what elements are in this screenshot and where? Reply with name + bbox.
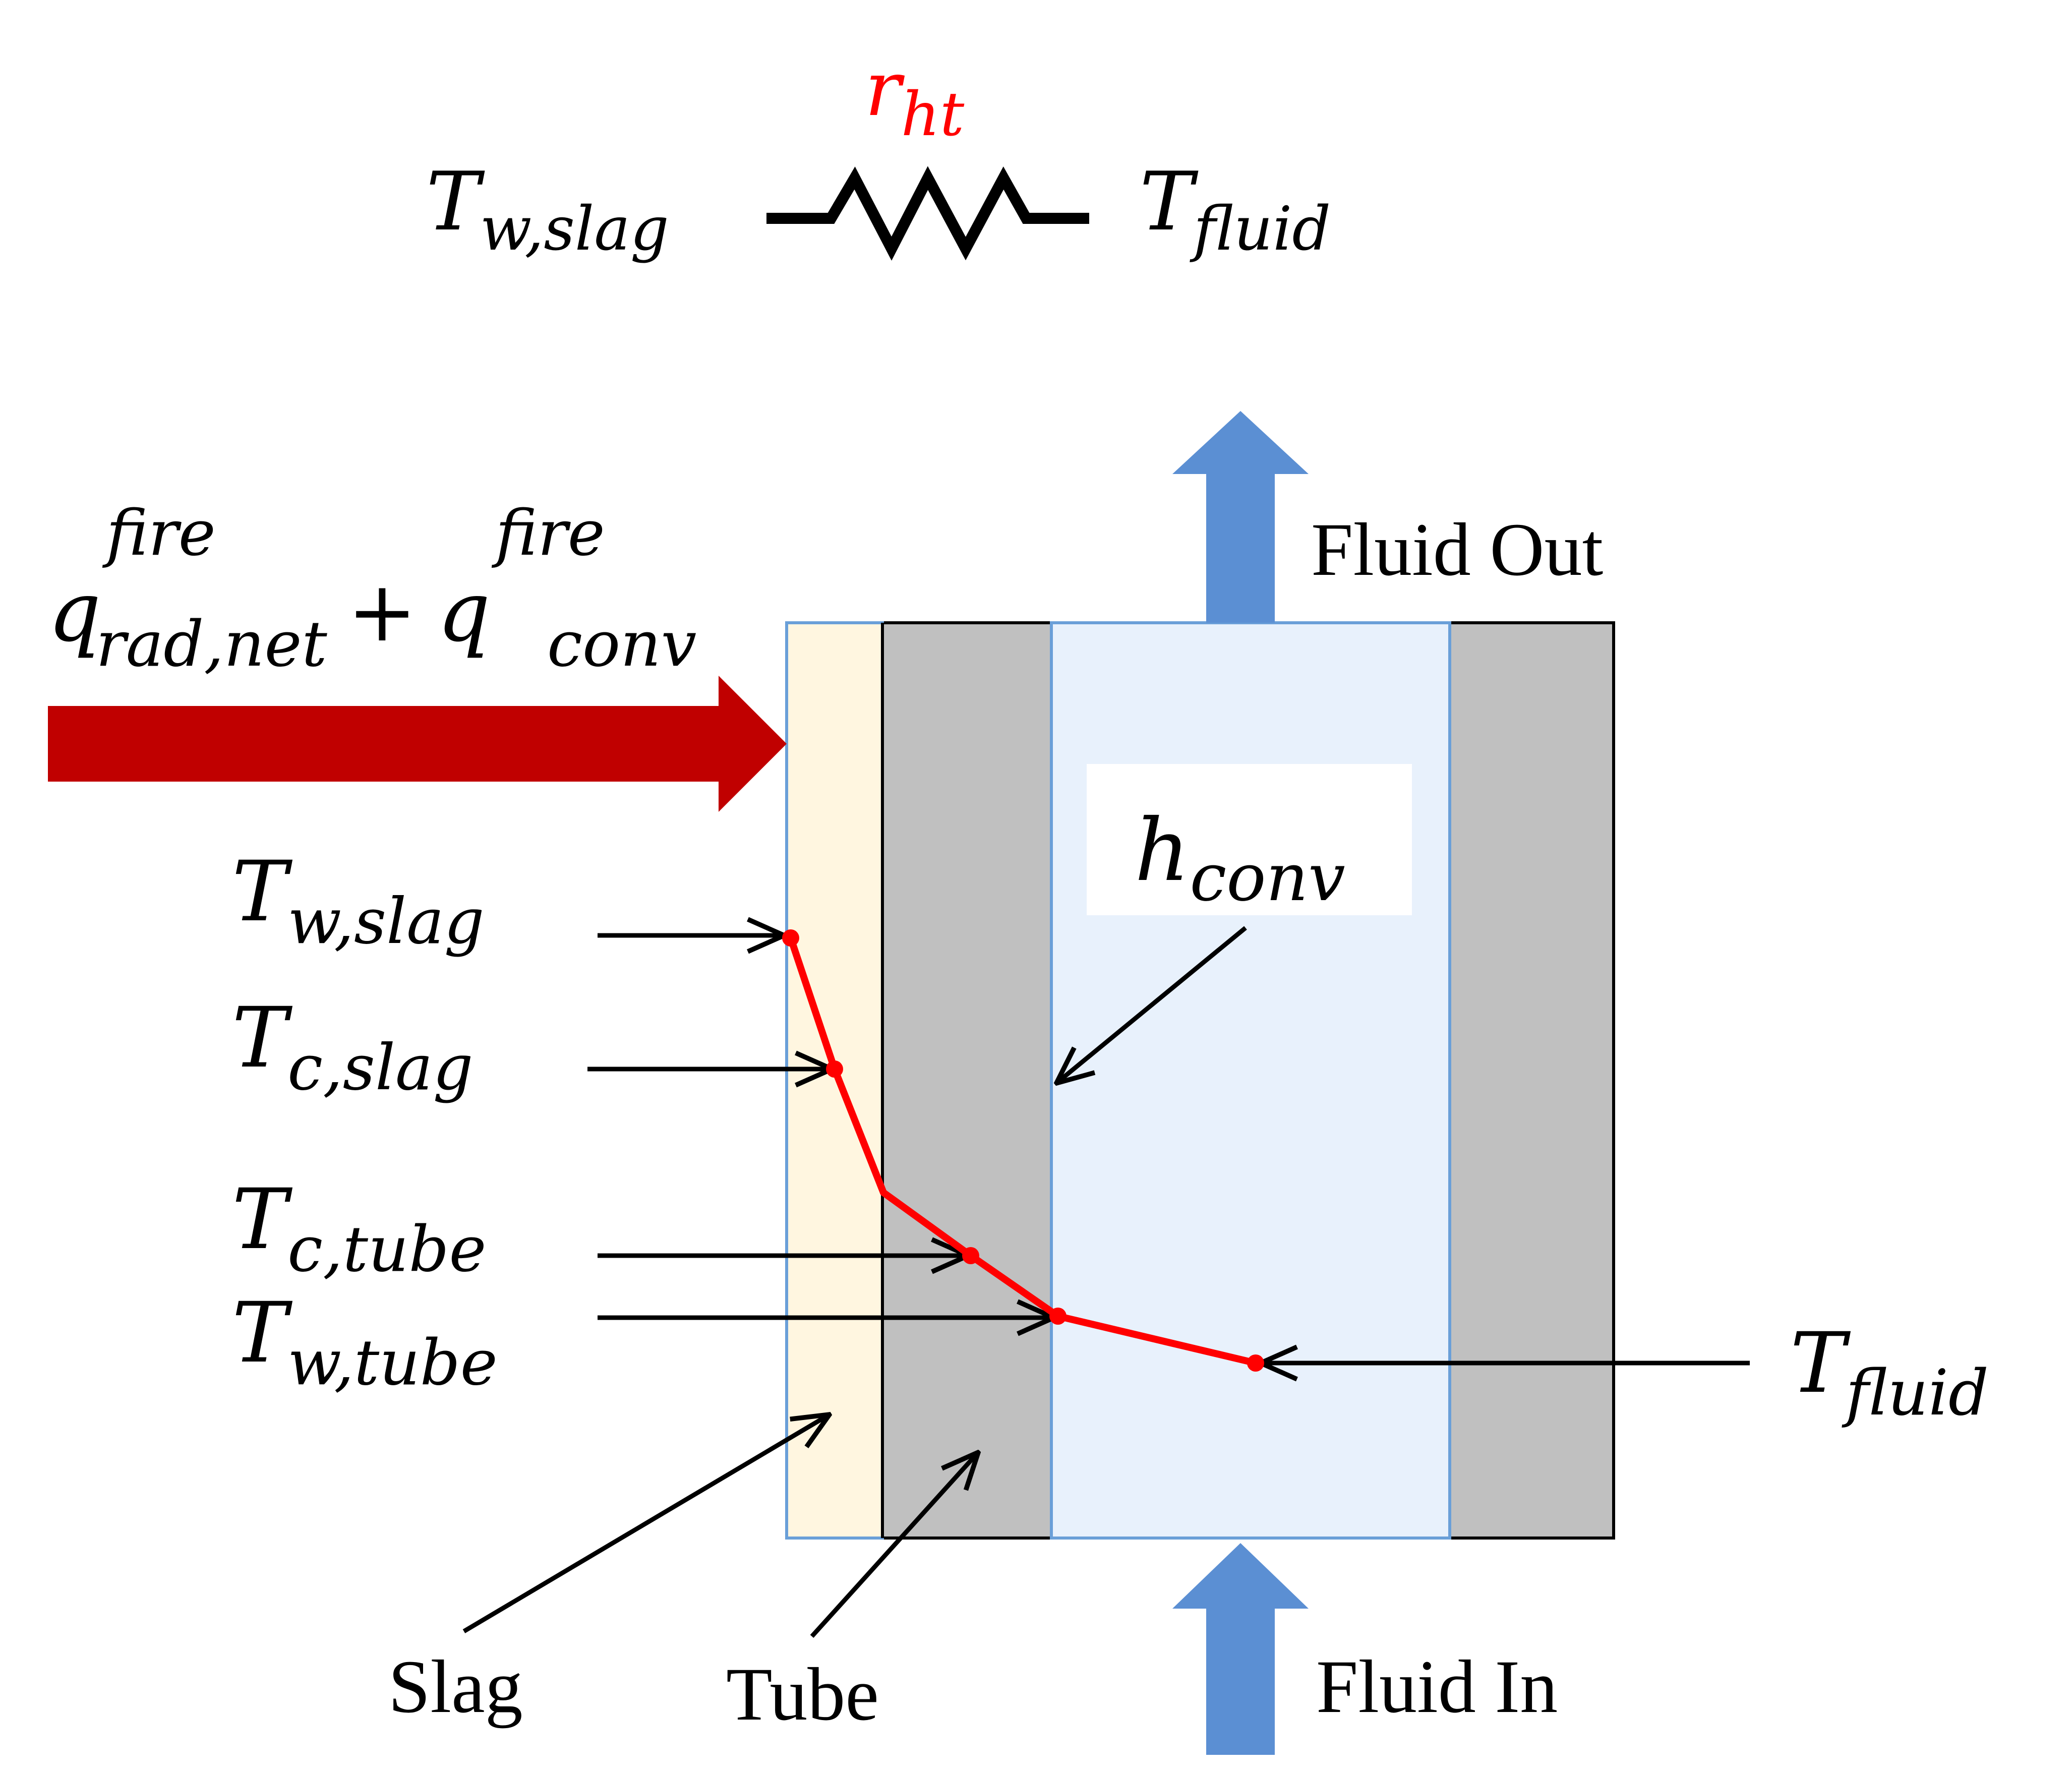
temp-label-c-slag: Tc,slag bbox=[232, 989, 473, 1104]
pointer-arrow-tube bbox=[810, 1452, 978, 1638]
temp-label-w-tube: Tw,tube bbox=[232, 1284, 498, 1399]
pointer-arrow-h-conv bbox=[1056, 926, 1247, 1083]
profile-point-w-tube bbox=[1049, 1308, 1067, 1325]
profile-point-c-tube bbox=[962, 1247, 979, 1264]
h-conv-label: hconv bbox=[1135, 801, 1345, 916]
slag-layer bbox=[785, 621, 884, 1540]
resistor-label: rht bbox=[865, 45, 965, 150]
profile-point-w-slag bbox=[782, 929, 799, 947]
fluid-out-arrow bbox=[1172, 411, 1309, 623]
fluid-in-arrow bbox=[1172, 1543, 1309, 1755]
heat-flux-arrow bbox=[48, 676, 787, 812]
resistor-symbol bbox=[766, 166, 1089, 261]
pointer-arrow-slag bbox=[462, 1414, 830, 1633]
tube-label: Tube bbox=[726, 1652, 879, 1736]
resistor-left-temp: Tw,slag bbox=[426, 154, 669, 264]
temp-label-fluid: Tfluid bbox=[1790, 1315, 1989, 1430]
profile-point-c-slag bbox=[826, 1060, 843, 1078]
fluid-in-label: Fluid In bbox=[1316, 1645, 1558, 1729]
fluid-out-label: Fluid Out bbox=[1311, 508, 1603, 592]
temp-label-c-tube: Tc,tube bbox=[232, 1171, 487, 1286]
fluid-channel bbox=[1050, 621, 1451, 1540]
h-conv-label-box bbox=[1087, 764, 1412, 915]
slag-label: Slag bbox=[388, 1645, 523, 1729]
profile-point-fluid bbox=[1247, 1354, 1264, 1372]
temperature-profile-line bbox=[787, 936, 1257, 1367]
resistor-right-temp: Tfluid bbox=[1140, 154, 1331, 264]
temp-label-w-slag: Tw,slag bbox=[232, 843, 485, 958]
